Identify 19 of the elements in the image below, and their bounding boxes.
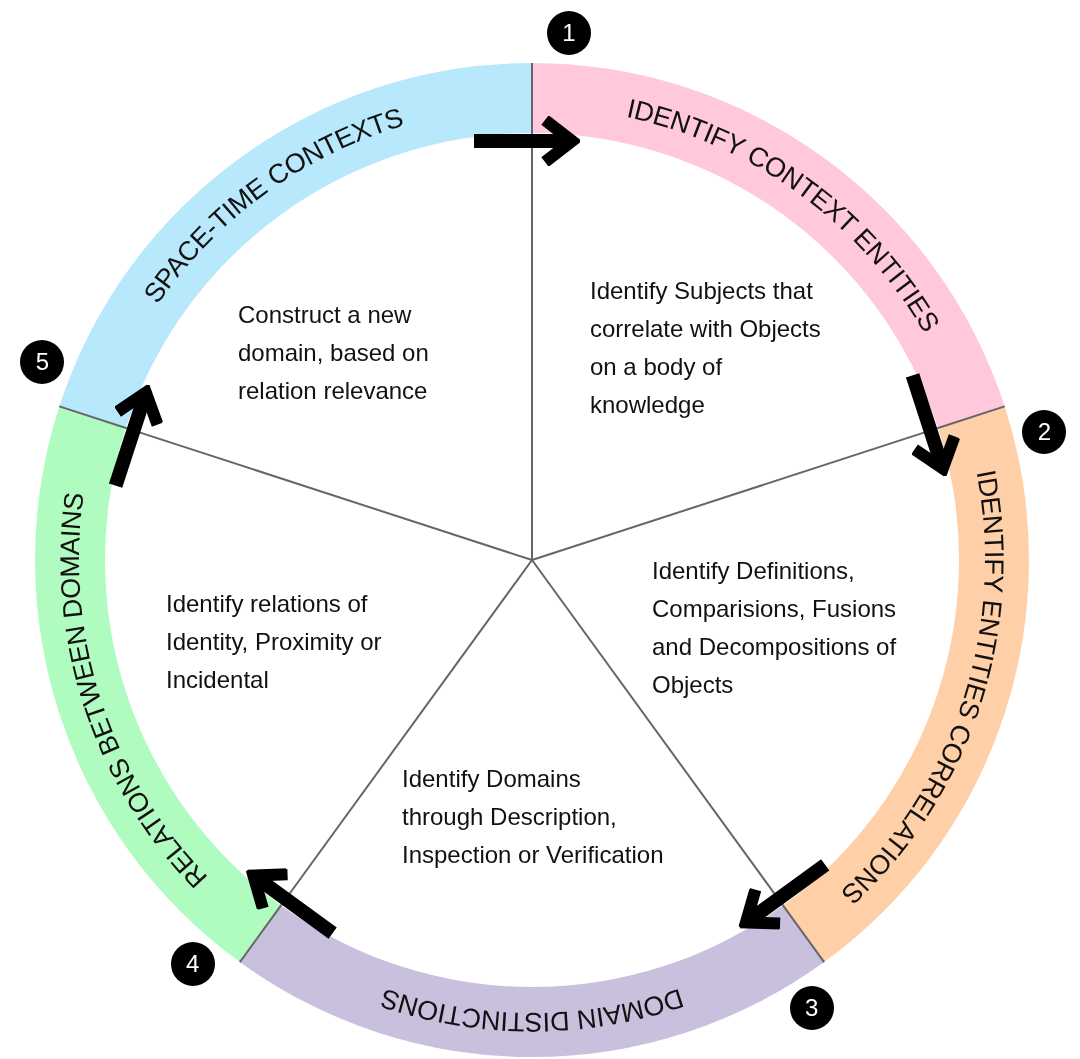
arrow [739,859,830,930]
ring-segment [532,63,1005,429]
step-description: Identify relations of Identity, Proximity or Incidental [166,589,383,695]
step-description: Identify Domains through Description, Inspection or Verification [402,764,664,870]
ring-segment [59,63,532,429]
arrow [474,114,578,168]
step-number-badge: 1 [546,11,591,56]
arrow [247,868,337,939]
step-description: Identify Definitions, Comparisions, Fusions and Decompositions of Objects [652,556,898,700]
step-description: Construct a new domain, based on relation relevance [238,301,430,406]
arrow [905,373,961,475]
step-number-badge: 4 [170,942,215,987]
ring-segment [239,905,825,1057]
arrow [108,386,164,488]
step-number-badge: 2 [1022,410,1067,455]
step-number-badge: 5 [20,340,65,385]
ring-label: DOMAIN DISTINCTIONS [377,982,687,1038]
step-number-badge: 3 [789,985,834,1030]
step-description: Identify Subjects that correlate with Objects on a body of knowledge [590,276,822,420]
